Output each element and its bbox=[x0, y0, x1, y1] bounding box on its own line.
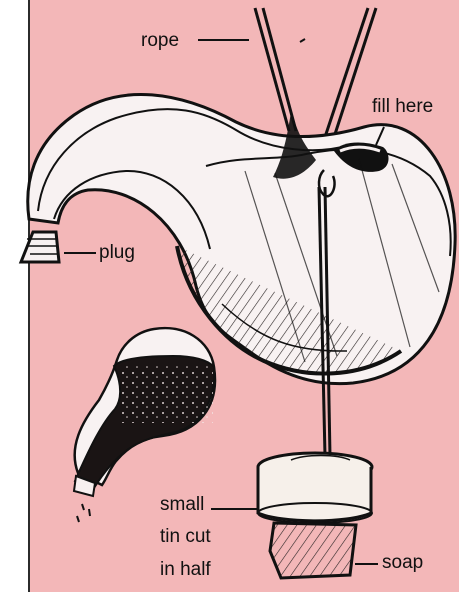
tin-and-soap bbox=[258, 453, 372, 578]
small-tin-label-line-1: small bbox=[160, 493, 204, 517]
small-tin-label-line-2: tin cut bbox=[160, 525, 211, 549]
rope-label: rope bbox=[141, 29, 179, 53]
soap-label: soap bbox=[382, 551, 423, 575]
fill-here-label: fill here bbox=[372, 95, 433, 119]
gourd bbox=[21, 94, 455, 456]
plug-label: plug bbox=[99, 241, 135, 265]
small-tin-label-line-3: in half bbox=[160, 558, 211, 582]
